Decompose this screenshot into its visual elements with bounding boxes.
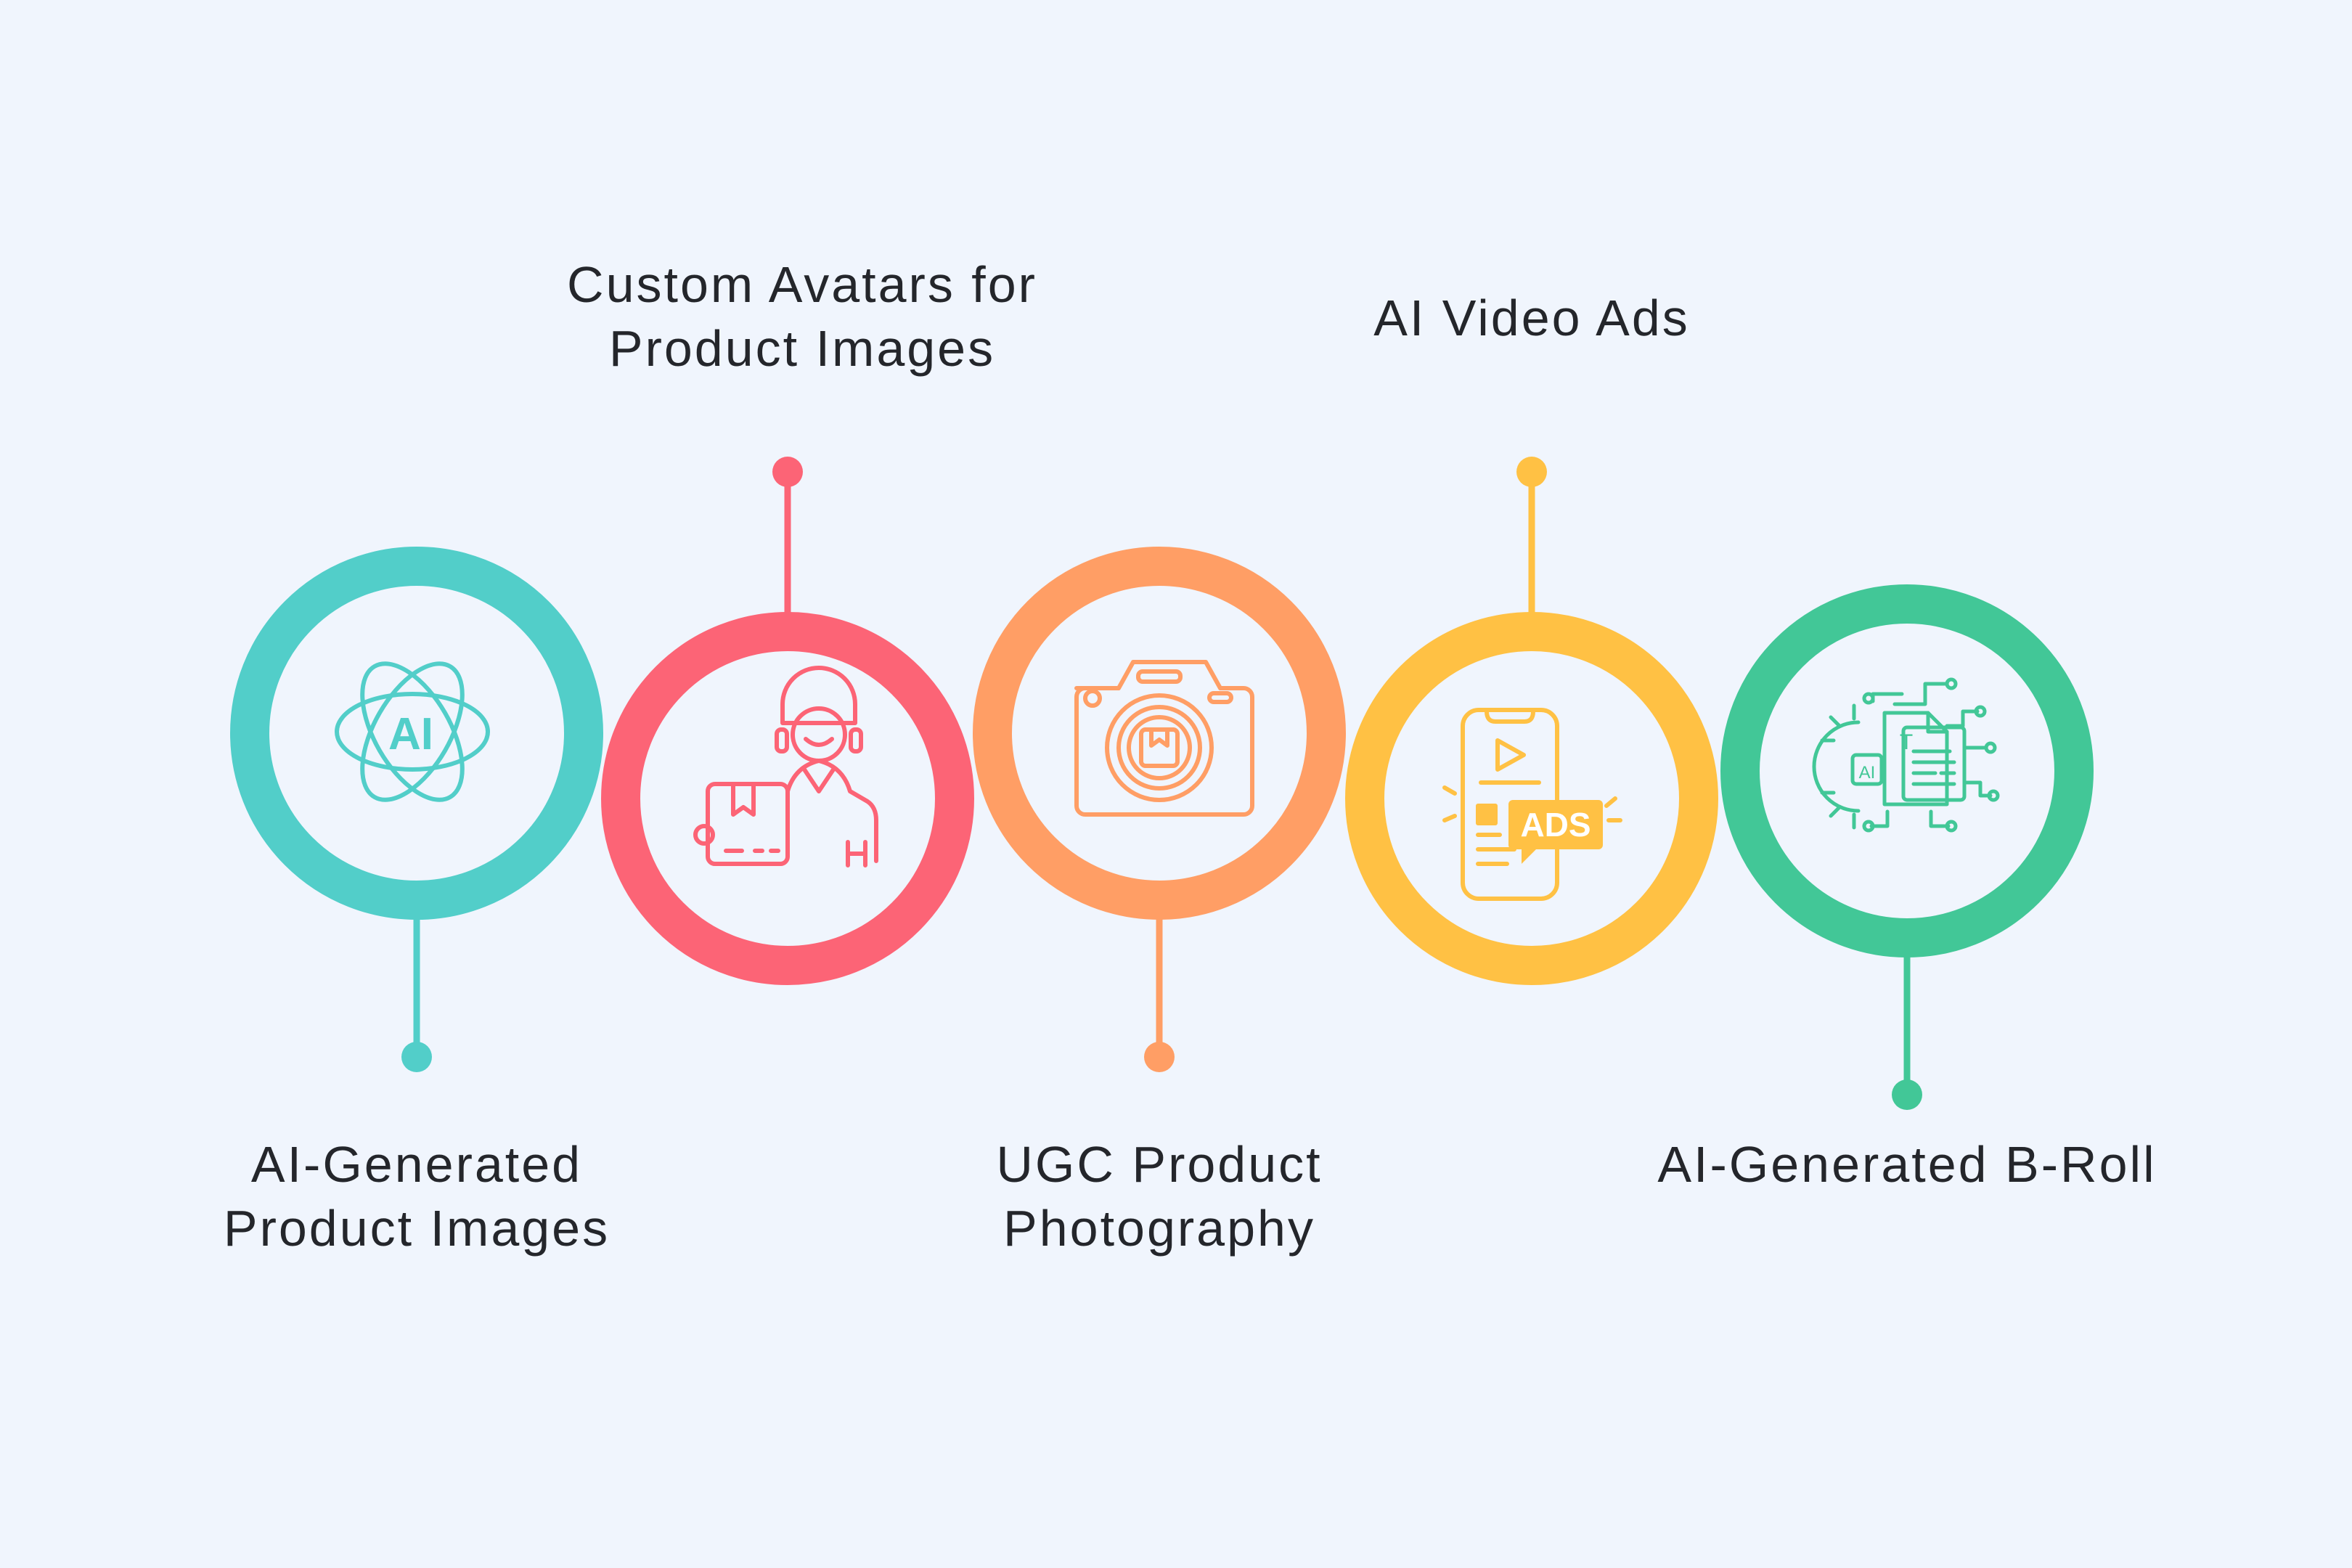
ads-badge-tail [1522,848,1538,864]
step-1-dot [401,1042,432,1072]
doc-ai-text: AI [1859,763,1876,783]
step-1-label: AI-Generated Product Images [126,1132,707,1260]
step-4-node: ADS [1345,457,1718,985]
step-1-label-line-1: AI-Generated [250,1136,583,1193]
avatar-with-box-icon [693,666,878,867]
step-3-ring [973,547,1346,920]
step-4-label: AI Video Ads [1241,286,1822,350]
step-1-label-line-2: Product Images [223,1200,611,1257]
ai-atom-icon: AI [335,661,490,802]
step-3-label-line-2: Photography [1003,1200,1315,1257]
step-4-label-line-1: AI Video Ads [1373,290,1690,346]
step-2-dot [772,457,803,487]
step-2-label-line-2: Product Images [608,320,996,377]
ads-badge-text: ADS [1520,806,1591,844]
step-2-label: Custom Avatars for Product Images [512,253,1093,380]
doc-t-text: T [1900,730,1913,754]
step-3-dot [1144,1042,1175,1072]
ai-document-circuit-icon: AI T [1812,677,2000,833]
step-4-dot [1516,457,1547,487]
step-5-label: AI-Generated B-Roll [1617,1132,2197,1196]
step-2-node [601,457,974,985]
step-2-label-line-1: Custom Avatars for [567,256,1037,313]
step-1-ring [230,547,603,920]
step-3-label: UGC Product Photography [869,1132,1450,1260]
ai-atom-text: AI [388,709,433,759]
step-1-node: AI [230,547,603,1072]
step-5-node: AI T [1720,584,2094,1110]
camera-icon [1074,660,1254,817]
step-4-ring [1345,612,1718,985]
step-3-node [973,547,1346,1072]
step-5-dot [1892,1079,1922,1110]
step-5-ring [1720,584,2094,957]
step-5-label-line-1: AI-Generated B-Roll [1657,1136,2157,1193]
step-3-label-line-1: UGC Product [996,1136,1323,1193]
ads-badge [1508,800,1603,849]
